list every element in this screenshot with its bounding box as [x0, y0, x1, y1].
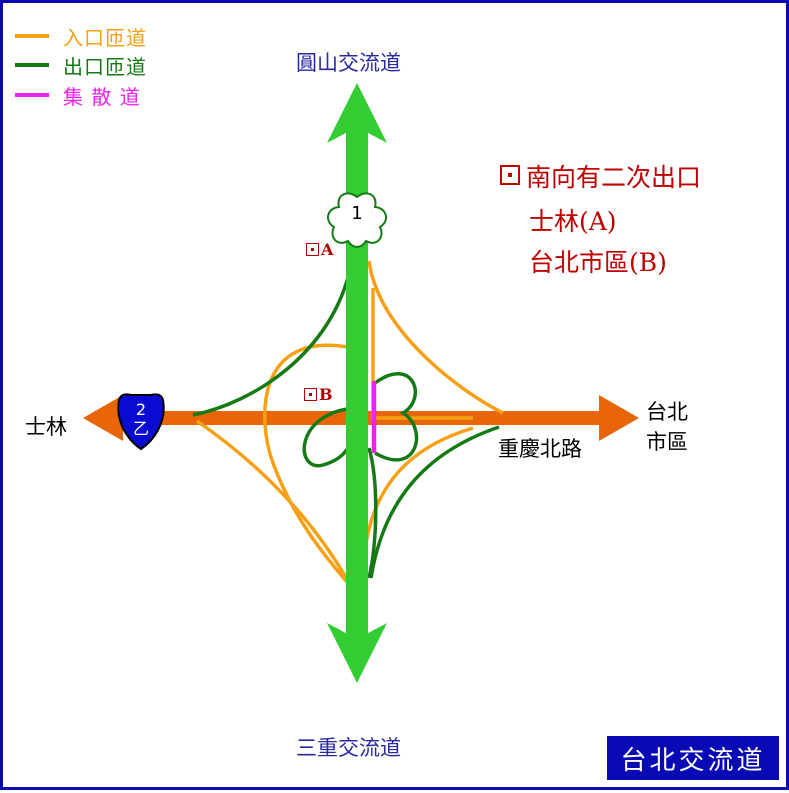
entrance-loop-west	[263, 343, 354, 585]
crossroad-east-arrow	[599, 395, 639, 441]
east-destination-label-line2: 市區	[646, 430, 688, 454]
entrance-ramp-se	[364, 426, 474, 544]
provincial-shield-icon	[117, 393, 165, 451]
exit-note-heading: 南向有二次出口	[500, 158, 701, 194]
exit-note-icon	[500, 165, 520, 185]
east-destination-label-line1: 台北	[646, 400, 688, 424]
legend-label-exit: 出口匝道	[63, 54, 147, 79]
south-destination-label: 三重交流道	[296, 736, 401, 760]
north-destination-label: 圓山交流道	[296, 51, 401, 75]
provincial-route-suffix: 乙	[132, 419, 149, 438]
exit-marker-b-label: B	[319, 385, 333, 404]
legend-label-entrance: 入口匝道	[63, 25, 147, 50]
exit-loop-east	[373, 372, 419, 462]
west-destination-label: 士林	[25, 415, 67, 439]
exit-marker-b-icon	[304, 388, 317, 401]
crossroad-name-label: 重慶北路	[498, 437, 582, 461]
legend-swatch-collector	[15, 93, 49, 97]
interchange-title: 台北交流道	[607, 736, 779, 780]
exit-ramp-nw	[192, 264, 353, 417]
exit-marker-a: A	[306, 240, 333, 259]
exit-ramp-south	[367, 447, 378, 579]
entrance-ramp-sw	[196, 419, 350, 582]
exit-marker-b: B	[304, 385, 333, 404]
exit-marker-a-label: A	[321, 240, 334, 259]
legend-label-collector: 集 散 道	[63, 84, 141, 109]
freeway-north-arrow	[327, 83, 387, 143]
legend-exit: 出口匝道	[15, 52, 147, 79]
freeway-number: 1	[351, 203, 363, 224]
legend-swatch-entrance	[15, 34, 49, 38]
exit-note-line1: 南向有二次出口	[526, 163, 702, 192]
legend-collector: 集 散 道	[15, 82, 141, 109]
freeway-south-arrow	[327, 623, 387, 683]
interchange-map	[83, 83, 639, 683]
crossroad-west-arrow	[83, 395, 123, 441]
legend-swatch-exit	[15, 63, 49, 67]
exit-ramp-se	[369, 425, 500, 579]
legend-entrance: 入口匝道	[15, 23, 147, 50]
provincial-route-number: 2	[135, 400, 147, 419]
freeway-shield-icon	[327, 192, 387, 248]
entrance-ramp-ne	[367, 260, 504, 415]
exit-note-line2: 士林(A)	[529, 207, 617, 236]
exit-note-line3: 台北市區(B)	[529, 248, 667, 277]
exit-marker-a-icon	[306, 243, 319, 256]
